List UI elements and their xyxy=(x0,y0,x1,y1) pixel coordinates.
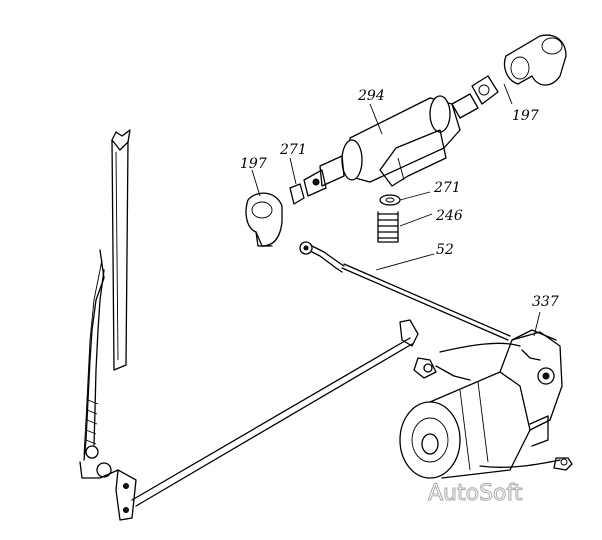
callout-246: 246 xyxy=(435,208,463,224)
cable-52 xyxy=(299,241,511,341)
spring-246 xyxy=(377,211,399,243)
callout-294: 294 xyxy=(357,88,385,104)
callout-197-left: 197 xyxy=(240,156,267,172)
wiper-motor xyxy=(399,329,573,479)
wiper-arm-assembly xyxy=(79,129,137,521)
leader-lines xyxy=(251,83,541,337)
callout-271-upper: 271 xyxy=(279,142,307,158)
watermark: AutoSoft xyxy=(428,481,523,506)
hose-connector-right xyxy=(503,34,567,86)
callout-197-right: 197 xyxy=(512,108,539,124)
solenoid-assembly xyxy=(289,75,499,205)
hose-connector-left xyxy=(245,192,283,247)
callout-337: 337 xyxy=(532,294,559,310)
washer-271-lower xyxy=(379,194,401,206)
callout-52: 52 xyxy=(436,242,454,258)
linkage-rod xyxy=(131,319,419,507)
callout-271-lower: 271 xyxy=(433,180,461,196)
